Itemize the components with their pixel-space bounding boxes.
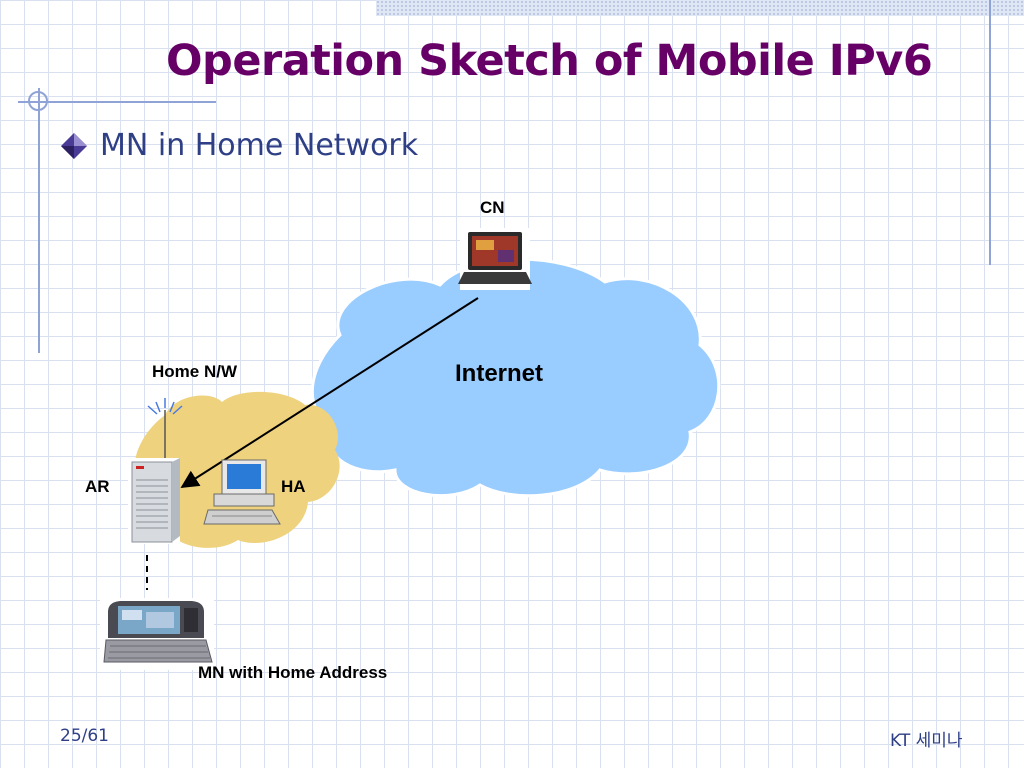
ar-label: AR bbox=[85, 477, 110, 496]
internet-label: Internet bbox=[455, 360, 544, 387]
horizontal-rule-left bbox=[18, 101, 216, 103]
connection-arrow bbox=[180, 297, 479, 488]
header-pattern-band bbox=[376, 0, 1024, 16]
bullet-item: MN in Home Network bbox=[60, 128, 418, 163]
page-number: 25/61 bbox=[60, 726, 109, 746]
vertical-rule-left bbox=[38, 88, 40, 353]
footer-org: KT 세미나 bbox=[890, 731, 963, 751]
router-tower-icon bbox=[128, 458, 180, 544]
home-network-label: Home N/W bbox=[152, 362, 237, 381]
ha-label: HA bbox=[281, 477, 306, 496]
laptop-icon bbox=[458, 228, 532, 290]
cn-label: CN bbox=[480, 198, 505, 217]
handheld-communicator-icon bbox=[100, 598, 214, 670]
slide-title: Operation Sketch of Mobile IPv6 bbox=[166, 36, 933, 86]
vertical-rule-right bbox=[989, 0, 991, 265]
antenna-signal-icon bbox=[147, 398, 183, 460]
crosshair-circle bbox=[28, 91, 48, 111]
desktop-computer-icon bbox=[203, 459, 281, 525]
diamond-bullet-icon bbox=[61, 132, 87, 159]
mn-label: MN with Home Address bbox=[198, 663, 388, 682]
bullet-text: MN in Home Network bbox=[100, 128, 419, 163]
